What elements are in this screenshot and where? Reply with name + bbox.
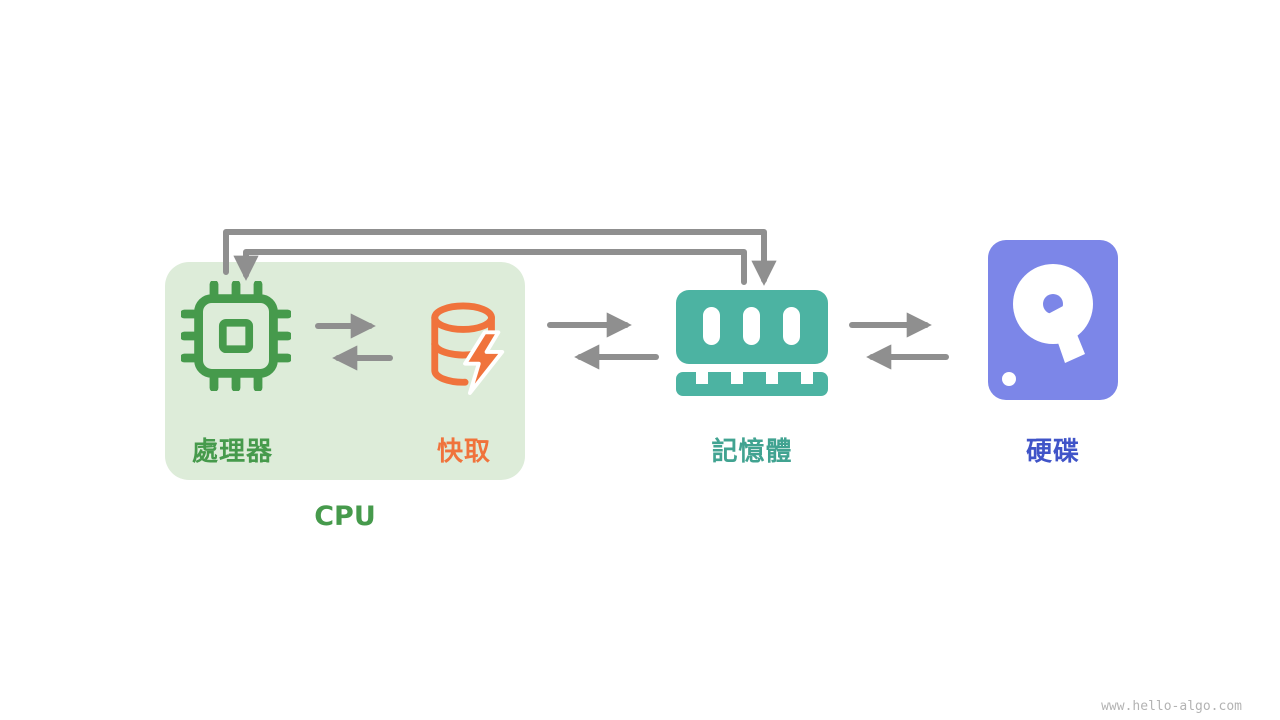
cpu-group-label: CPU (314, 501, 376, 532)
watermark-text: www.hello-algo.com (1101, 699, 1242, 714)
cache-label: 快取 (436, 437, 491, 467)
lightning-bolt-icon (463, 330, 505, 395)
disk-icon (988, 240, 1118, 400)
processor-label: 處理器 (191, 437, 273, 467)
memory-icon (676, 290, 828, 396)
cache-icon (431, 302, 505, 395)
disk-label: 硬碟 (1025, 437, 1080, 467)
memory-label: 記憶體 (711, 437, 793, 467)
cpu-icon (181, 281, 291, 391)
